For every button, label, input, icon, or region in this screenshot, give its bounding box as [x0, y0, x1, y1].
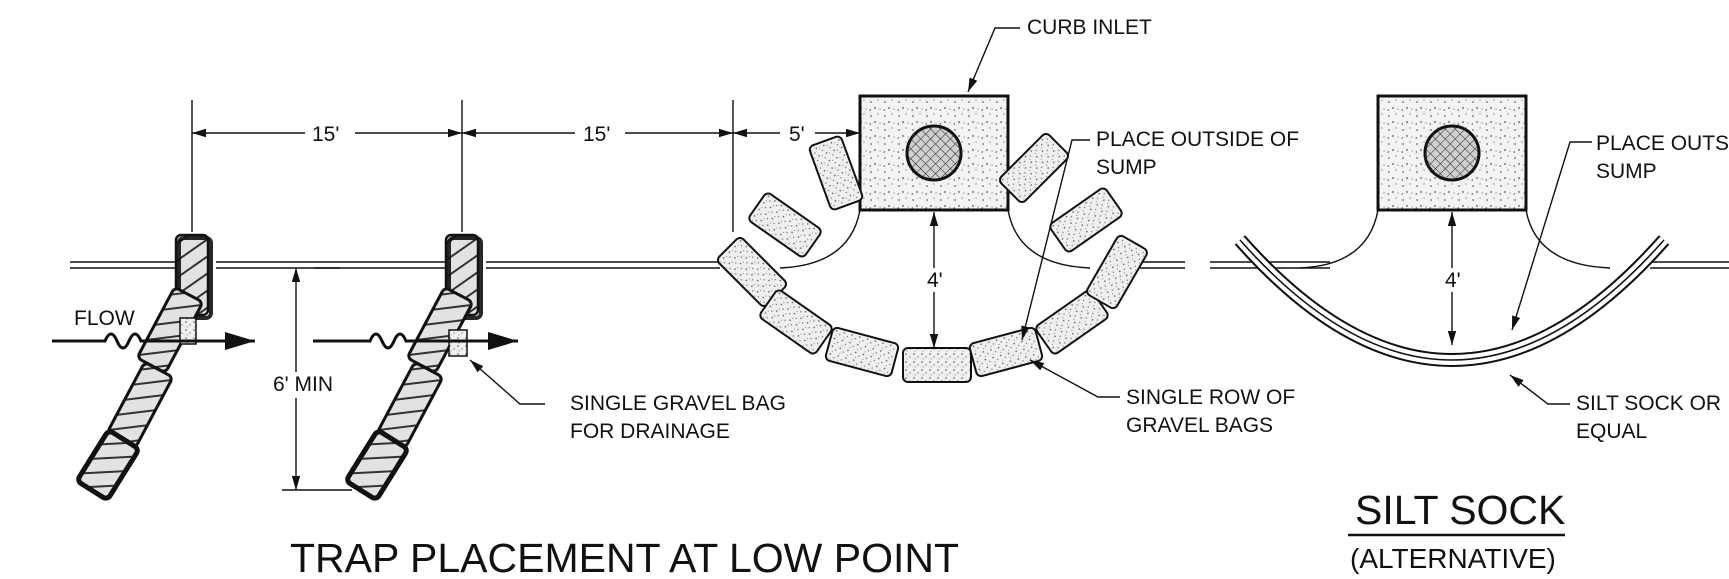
title-trap-placement: TRAP PLACEMENT AT LOW POINT [290, 535, 959, 579]
dim-4-a: 4' [927, 269, 943, 292]
leaders-right [1509, 141, 1592, 405]
silt-sock-or-label-2: EQUAL [1576, 420, 1647, 443]
single-bag-label-2: FOR DRAINAGE [570, 420, 730, 443]
single-row-label-1: SINGLE ROW OF [1126, 386, 1295, 409]
silt-sock [1234, 235, 1670, 367]
curb-inlet-center [779, 94, 1091, 348]
dimension-lines [191, 100, 860, 491]
place-outside-label-2: SUMP [1096, 156, 1157, 179]
gravel-bag-trap-1 [76, 233, 213, 501]
gravel-bag-trap-2 [345, 233, 483, 501]
place-outside-b-label-2: SUMP [1596, 160, 1657, 183]
title-silt-sock: SILT SOCK [1355, 487, 1565, 533]
place-outside-label-1: PLACE OUTSIDE OF [1096, 128, 1299, 151]
dim-6-min: 6' MIN [273, 373, 333, 396]
silt-sock-or-label-1: SILT SOCK OR [1576, 392, 1721, 415]
single-row-label-2: GRAVEL BAGS [1126, 414, 1273, 437]
leaders-center [469, 27, 1120, 405]
curb-inlet-right [1299, 94, 1611, 345]
dim-15-a: 15' [312, 123, 339, 146]
curb-inlet-label: CURB INLET [1027, 16, 1152, 39]
dim-4-b: 4' [1445, 269, 1461, 292]
dim-15-b: 15' [583, 123, 610, 146]
flow-arrow-2 [313, 332, 518, 350]
single-bag-label-1: SINGLE GRAVEL BAG [570, 392, 786, 415]
curb-lines [70, 261, 1729, 269]
dim-5: 5' [789, 123, 805, 146]
flow-arrow-1 [52, 332, 255, 350]
place-outside-b-label-1: PLACE OUTSI [1596, 132, 1729, 155]
subtitle-alternative: (ALTERNATIVE) [1350, 543, 1556, 574]
flow-label: FLOW [74, 307, 135, 330]
gravel-bag-ring [717, 133, 1148, 383]
